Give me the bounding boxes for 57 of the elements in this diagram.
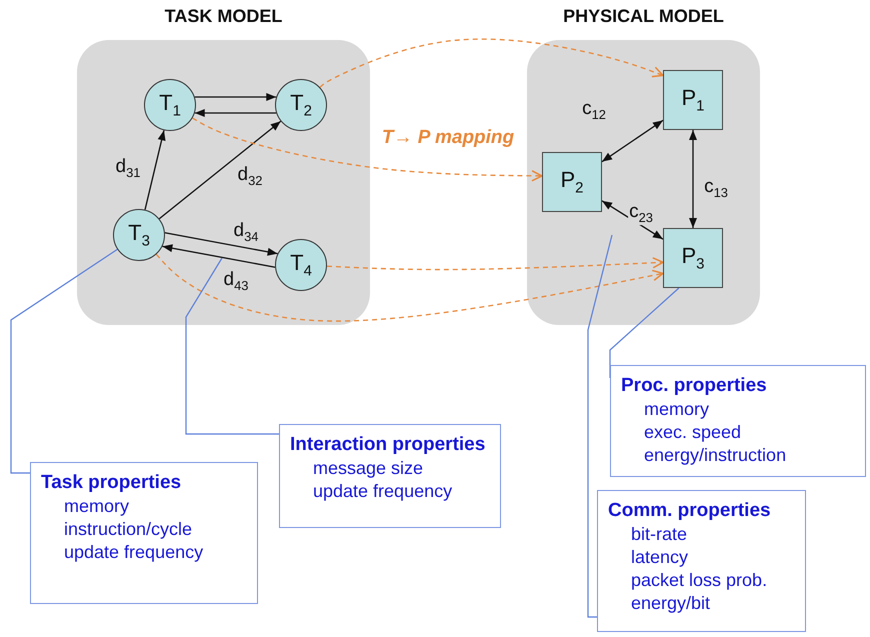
- node-label: T$_{4}$: [290, 250, 312, 280]
- processor-node: [542, 152, 602, 212]
- property-item: memory: [644, 398, 710, 421]
- node-label: P$_{2}$: [560, 167, 584, 197]
- leader-line: [185, 258, 279, 435]
- properties-box: [279, 424, 501, 528]
- property-item: instruction/cycle: [64, 518, 194, 541]
- properties-heading: Comm. properties: [608, 499, 772, 523]
- properties-heading: Interaction properties: [290, 433, 486, 457]
- property-item: update frequency: [64, 541, 204, 564]
- node-label: P$_{1}$: [681, 85, 704, 115]
- mapping-arrow: [320, 38, 664, 88]
- property-item: exec. speed: [644, 421, 742, 444]
- node-label: P$_{3}$: [681, 243, 704, 273]
- property-item: memory: [64, 495, 130, 518]
- task-node: [113, 209, 165, 261]
- property-item: energy/instruction: [644, 444, 788, 467]
- property-item: update frequency: [313, 480, 454, 503]
- panel-heading: PHYSICAL MODEL: [562, 6, 725, 27]
- arrow: [158, 120, 282, 220]
- task-node: [275, 79, 327, 131]
- arrow: [144, 130, 166, 210]
- properties-box: [597, 490, 806, 632]
- arrow: [194, 93, 276, 101]
- panel-heading: TASK MODEL: [164, 6, 284, 27]
- mapping-arrow: [326, 257, 664, 270]
- edge-label: d$_{43}$: [222, 269, 250, 293]
- edge-label: d$_{32}$: [236, 164, 264, 188]
- leader-line: [587, 234, 613, 618]
- property-item: latency: [631, 546, 690, 569]
- mapping-arrow: [156, 254, 664, 322]
- mapping-label: T→ P mapping: [382, 127, 514, 149]
- task-node: [275, 239, 327, 291]
- properties-heading: Task properties: [41, 471, 182, 495]
- mapping-arrow: [192, 118, 543, 182]
- property-item: bit-rate: [631, 523, 688, 546]
- properties-heading: Proc. properties: [621, 374, 768, 398]
- arrow: [194, 109, 276, 117]
- property-item: packet loss prob.: [631, 569, 768, 592]
- arrow: [164, 232, 278, 256]
- leader-line: [10, 248, 118, 474]
- node-label: T$_{2}$: [290, 90, 312, 120]
- processor-node: [663, 70, 723, 130]
- node-label: T$_{3}$: [128, 220, 150, 250]
- processor-node: [663, 228, 723, 288]
- arrow: [689, 130, 697, 228]
- properties-box: [610, 365, 866, 477]
- arrow: [602, 120, 664, 162]
- edge-label: d$_{31}$: [114, 156, 142, 180]
- leader-line: [609, 288, 680, 379]
- property-item: energy/bit: [631, 592, 712, 615]
- properties-box: [30, 462, 258, 604]
- property-item: message size: [313, 457, 424, 480]
- task-node: [144, 79, 196, 131]
- node-label: T$_{1}$: [159, 90, 181, 120]
- edge-label: d$_{34}$: [232, 220, 260, 244]
- arrow: [162, 244, 276, 268]
